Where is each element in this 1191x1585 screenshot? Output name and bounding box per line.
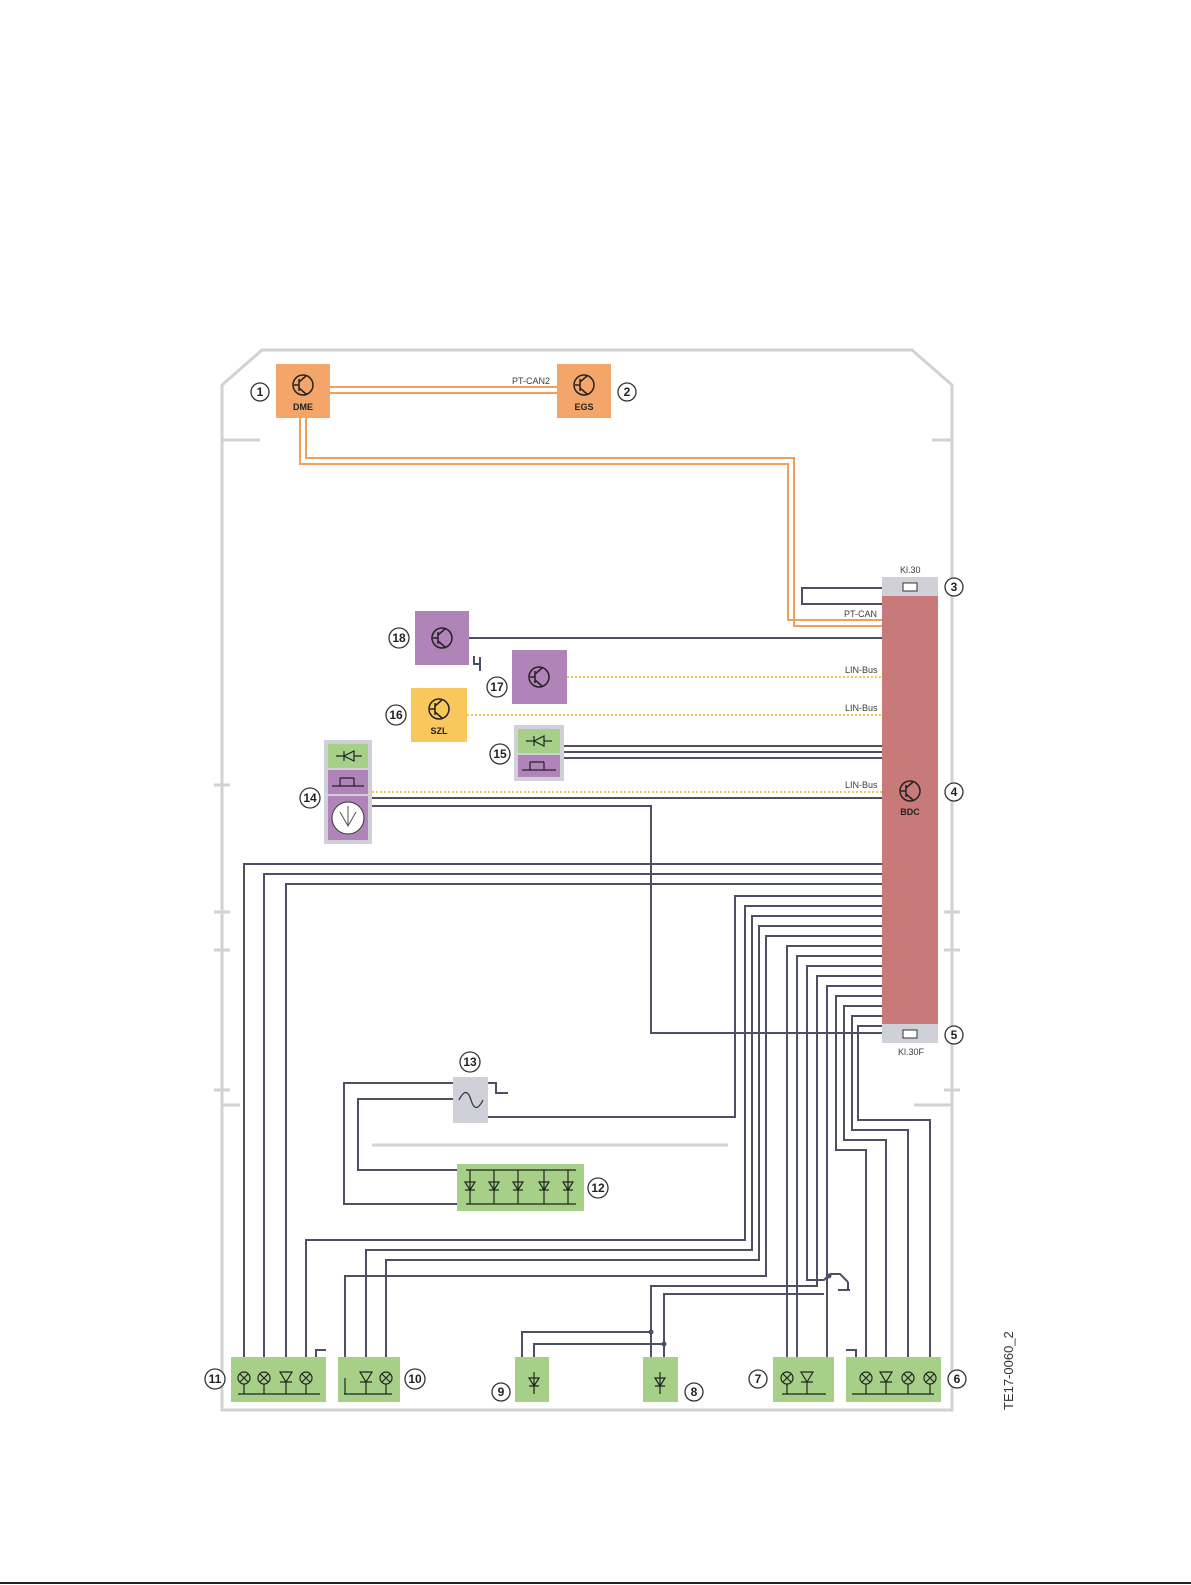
- switch-unit-15[interactable]: [514, 725, 564, 781]
- callout-11: 11: [205, 1369, 225, 1389]
- callout-12: 12: [588, 1178, 608, 1198]
- callout-16: 16: [386, 705, 406, 725]
- dme-unit[interactable]: DME: [276, 364, 330, 418]
- callout-10: 10: [405, 1369, 425, 1389]
- lin-bus-label: LIN-Bus: [845, 780, 878, 790]
- svg-text:17: 17: [490, 680, 504, 694]
- callout-7: 7: [749, 1370, 767, 1388]
- egs-label: EGS: [574, 402, 593, 412]
- lamp-group-11[interactable]: [231, 1357, 326, 1402]
- callout-13: 13: [460, 1052, 480, 1072]
- rotary-switch-icon: [332, 802, 364, 834]
- svg-text:1: 1: [257, 385, 264, 399]
- signal-wiring: [244, 588, 930, 1372]
- szl-unit[interactable]: SZL: [411, 688, 467, 742]
- svg-text:11: 11: [209, 1372, 222, 1386]
- bdc-label: BDC: [900, 807, 920, 817]
- callout-17: 17: [487, 677, 507, 697]
- bdc-module[interactable]: BDC: [882, 577, 938, 1043]
- callout-8: 8: [685, 1383, 703, 1401]
- egs-unit[interactable]: EGS: [557, 364, 611, 418]
- dme-label: DME: [293, 402, 313, 412]
- svg-text:5: 5: [951, 1028, 958, 1042]
- svg-text:9: 9: [498, 1385, 505, 1399]
- szl-label: SZL: [431, 726, 449, 736]
- svg-text:3: 3: [951, 580, 958, 594]
- callout-14: 14: [300, 788, 320, 808]
- page-bottom-rule: [0, 1582, 1191, 1584]
- callout-15: 15: [490, 744, 510, 764]
- filter-unit-13[interactable]: [453, 1077, 488, 1123]
- wire-junctions: [649, 1274, 832, 1347]
- callout-9: 9: [492, 1383, 510, 1401]
- svg-text:14: 14: [303, 791, 317, 805]
- lin-bus-label: LIN-Bus: [845, 665, 878, 675]
- pt-can-wiring: [300, 387, 882, 626]
- control-unit-18[interactable]: [415, 611, 469, 665]
- lamp-group-10[interactable]: [338, 1357, 400, 1402]
- led-unit-8[interactable]: [643, 1357, 678, 1402]
- svg-text:13: 13: [463, 1055, 477, 1069]
- callout-5: 5: [945, 1026, 963, 1044]
- callout-2: 2: [618, 383, 636, 401]
- svg-text:18: 18: [392, 631, 406, 645]
- svg-text:8: 8: [691, 1385, 698, 1399]
- callout-3: 3: [945, 578, 963, 596]
- led-unit-9[interactable]: [515, 1357, 549, 1402]
- kl30f-label: Kl.30F: [898, 1047, 925, 1057]
- callout-4: 4: [945, 783, 963, 801]
- led-strip-12[interactable]: [457, 1164, 584, 1211]
- svg-text:6: 6: [954, 1372, 961, 1386]
- control-unit-17[interactable]: [512, 650, 567, 704]
- callout-6: 6: [948, 1370, 966, 1388]
- kl30-label: Kl.30: [900, 565, 921, 575]
- svg-text:7: 7: [755, 1372, 762, 1386]
- svg-text:15: 15: [493, 747, 507, 761]
- callout-1: 1: [251, 383, 269, 401]
- pt-can-label: PT-CAN: [844, 609, 877, 619]
- lamp-group-7[interactable]: [773, 1357, 834, 1402]
- switch-unit-14[interactable]: [324, 740, 372, 844]
- lamp-group-6[interactable]: [846, 1357, 941, 1402]
- svg-text:4: 4: [951, 785, 958, 799]
- reference-code: TE17-0060_2: [1001, 1331, 1016, 1410]
- svg-text:10: 10: [408, 1372, 422, 1386]
- svg-text:16: 16: [389, 708, 403, 722]
- pt-can2-label: PT-CAN2: [512, 376, 550, 386]
- lin-bus-label: LIN-Bus: [845, 703, 878, 713]
- svg-text:12: 12: [591, 1181, 605, 1195]
- callout-18: 18: [389, 628, 409, 648]
- svg-text:2: 2: [624, 385, 631, 399]
